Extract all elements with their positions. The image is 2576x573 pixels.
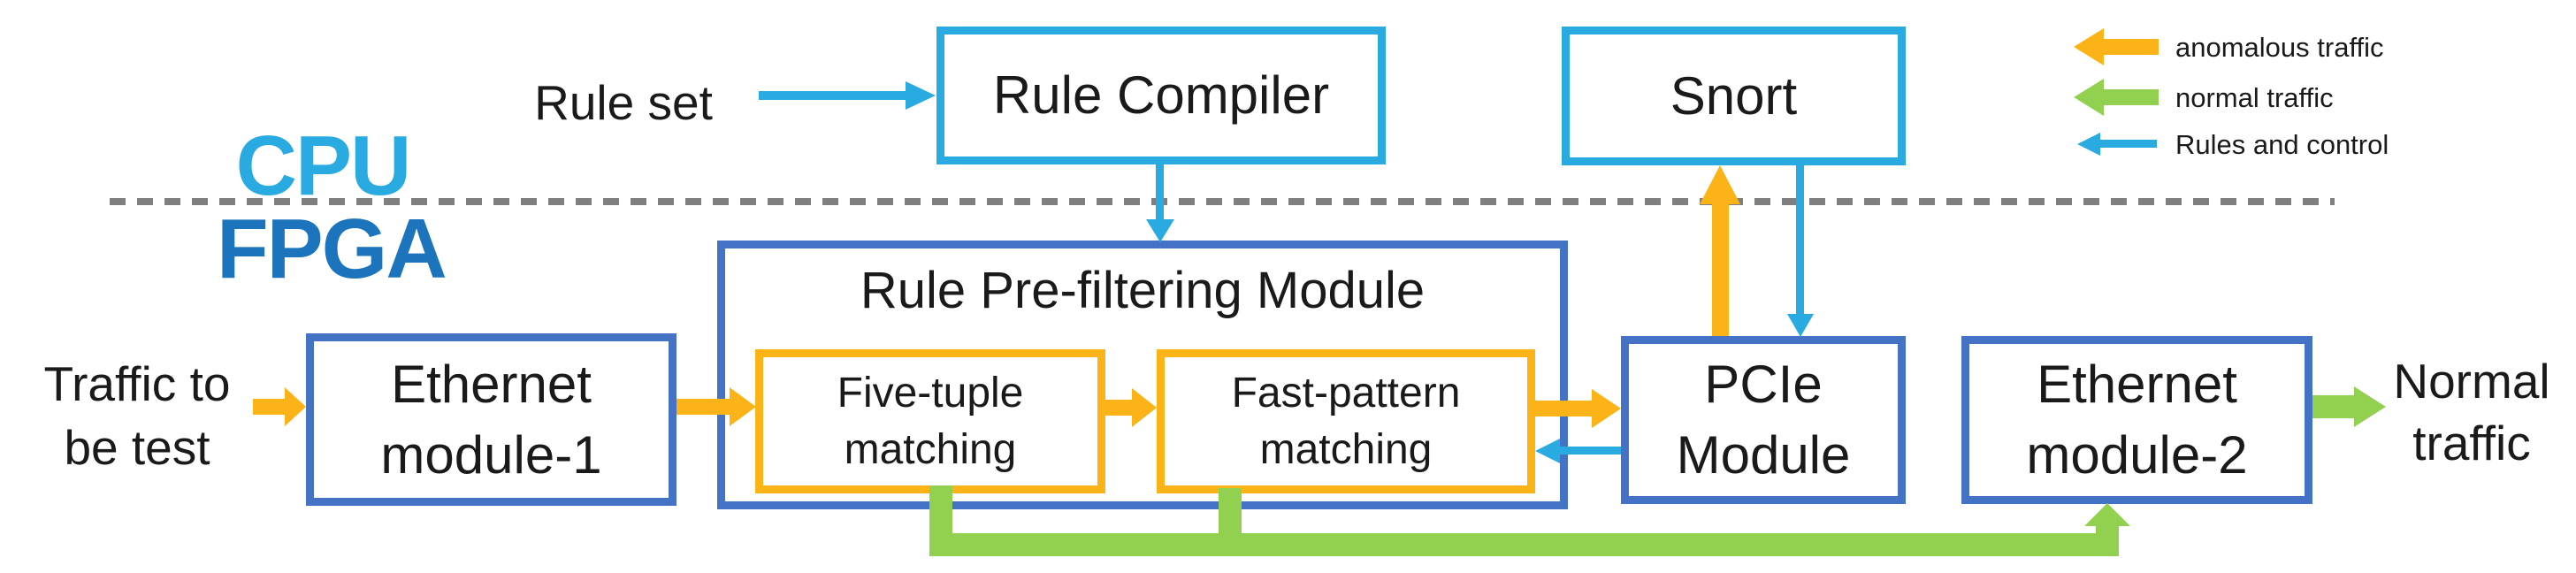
fpga-layer-label: FPGA <box>217 202 447 296</box>
eth1-to-five-tuple-arrow-head <box>730 387 756 426</box>
snort-to-pcie-arrow-shaft <box>1796 165 1804 316</box>
snort-to-pcie-arrow-head <box>1787 314 1814 337</box>
eth1-label-line1: Ethernet <box>391 354 592 414</box>
bus-to-eth2-arrow-shaft <box>2096 524 2119 556</box>
compiler-to-prefilter-arrow-head <box>1146 219 1174 242</box>
input-to-eth1-arrow-shaft <box>253 399 285 415</box>
input-traffic-label: Traffic to be test <box>22 352 252 479</box>
legend-rules-arrow-icon <box>2077 133 2100 156</box>
snort-label: Snort <box>1670 65 1798 126</box>
legend-anomalous-arrow-icon <box>2074 28 2104 65</box>
input-traffic-line2: be test <box>64 420 210 475</box>
pcie-to-fast-pattern-arrow-shaft <box>1560 447 1621 455</box>
legend-normal-arrow-shaft <box>2104 89 2159 105</box>
pcie-label-line1: PCIe <box>1704 355 1823 414</box>
fast-pattern-matching-box: Fast-pattern matching <box>1157 349 1535 493</box>
pcie-to-snort-arrow-shaft <box>1712 202 1729 336</box>
pcie-module-box: PCIe Module <box>1621 336 1906 504</box>
cpu-layer-label: CPU <box>235 118 412 213</box>
legend-anomalous-arrow-shaft <box>2104 39 2159 55</box>
pcie-to-fast-pattern-arrow-head <box>1535 439 1560 463</box>
input-traffic-line1: Traffic to <box>43 356 231 411</box>
fast-pattern-label-line1: Fast-pattern <box>1231 369 1461 416</box>
fast-pattern-label-line2: matching <box>1259 425 1433 473</box>
five-tuple-label-line1: Five-tuple <box>837 369 1024 416</box>
output-traffic-line1: Normal <box>2393 354 2550 409</box>
ethernet-module-1-box: Ethernet module-1 <box>306 333 676 506</box>
output-traffic-line2: traffic <box>2412 416 2531 470</box>
pcie-to-snort-arrow-head <box>1700 165 1740 204</box>
bus-to-eth2-arrow-head <box>2084 503 2130 526</box>
eth2-output-arrow-shaft <box>2312 395 2354 418</box>
eth1-label-line2: module-1 <box>380 424 602 485</box>
cpu-fpga-divider <box>110 198 2335 205</box>
five-tuple-to-fast-pattern-arrow-shaft <box>1105 400 1132 416</box>
input-to-eth1-arrow-head <box>285 387 306 426</box>
eth2-output-arrow-head <box>2354 386 2386 427</box>
eth2-label-line1: Ethernet <box>2037 355 2237 414</box>
legend-anomalous-label: anomalous traffic <box>2175 32 2384 63</box>
eth1-to-five-tuple-arrow-shaft <box>676 399 730 415</box>
fast-pattern-to-pcie-arrow-shaft <box>1535 401 1592 416</box>
five-tuple-label-line2: matching <box>844 425 1017 473</box>
rule-compiler-label: Rule Compiler <box>992 65 1330 125</box>
output-traffic-label: Normal traffic <box>2366 350 2576 474</box>
legend-rules-arrow-shaft <box>2100 140 2157 148</box>
legend-rules-label: Rules and control <box>2175 129 2389 160</box>
five-tuple-matching-box: Five-tuple matching <box>755 349 1105 493</box>
prefilter-module-title: Rule Pre-filtering Module <box>860 262 1426 319</box>
rule-compiler-box: Rule Compiler <box>936 27 1386 164</box>
rule-set-arrow-head <box>906 81 936 110</box>
normal-traffic-bus-line <box>929 533 2119 556</box>
snort-box: Snort <box>1562 27 1906 165</box>
eth2-label-line2: module-2 <box>2026 425 2248 485</box>
rule-set-label: Rule set <box>534 75 713 130</box>
fast-pattern-to-pcie-arrow-head <box>1592 389 1621 428</box>
five-tuple-to-fast-pattern-arrow-head <box>1132 388 1157 427</box>
legend-normal-arrow-icon <box>2074 79 2104 116</box>
ethernet-module-2-box: Ethernet module-2 <box>1961 336 2312 504</box>
pcie-label-line2: Module <box>1676 425 1851 485</box>
compiler-to-prefilter-arrow-shaft <box>1156 164 1164 221</box>
legend-normal-label: normal traffic <box>2175 82 2334 113</box>
rule-set-arrow-shaft <box>759 91 906 100</box>
